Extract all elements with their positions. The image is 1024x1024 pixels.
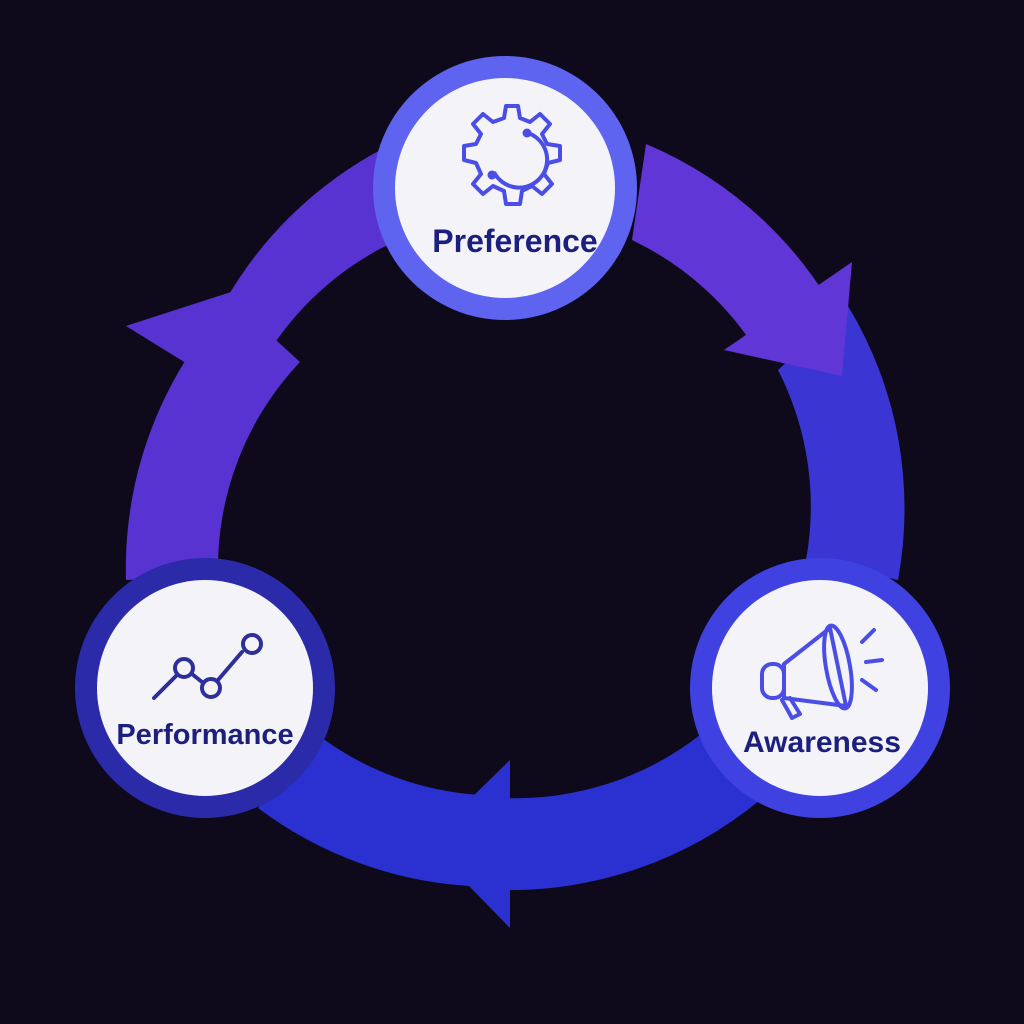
node-preference-disc	[395, 78, 615, 298]
arc-awareness-to-performance	[500, 735, 760, 891]
node-awareness-disc	[712, 580, 928, 796]
arrowhead-to-awareness	[724, 262, 852, 376]
gear-icon	[462, 104, 562, 206]
node-awareness: Awareness	[690, 558, 950, 818]
arrowhead-to-performance	[426, 760, 510, 928]
node-performance-label: Performance	[116, 719, 293, 751]
line-chart-icon	[152, 633, 263, 700]
arc-awareness-segment	[778, 306, 905, 580]
node-preference: Preference	[373, 56, 637, 320]
megaphone-icon	[760, 623, 884, 720]
node-awareness-label: Awareness	[743, 726, 901, 759]
arrowhead-to-preference	[126, 282, 262, 410]
cycle-arrows	[126, 262, 852, 928]
node-performance: Performance	[75, 558, 335, 818]
arc-performance-segment	[258, 735, 480, 886]
node-preference-label: Preference	[432, 223, 597, 259]
